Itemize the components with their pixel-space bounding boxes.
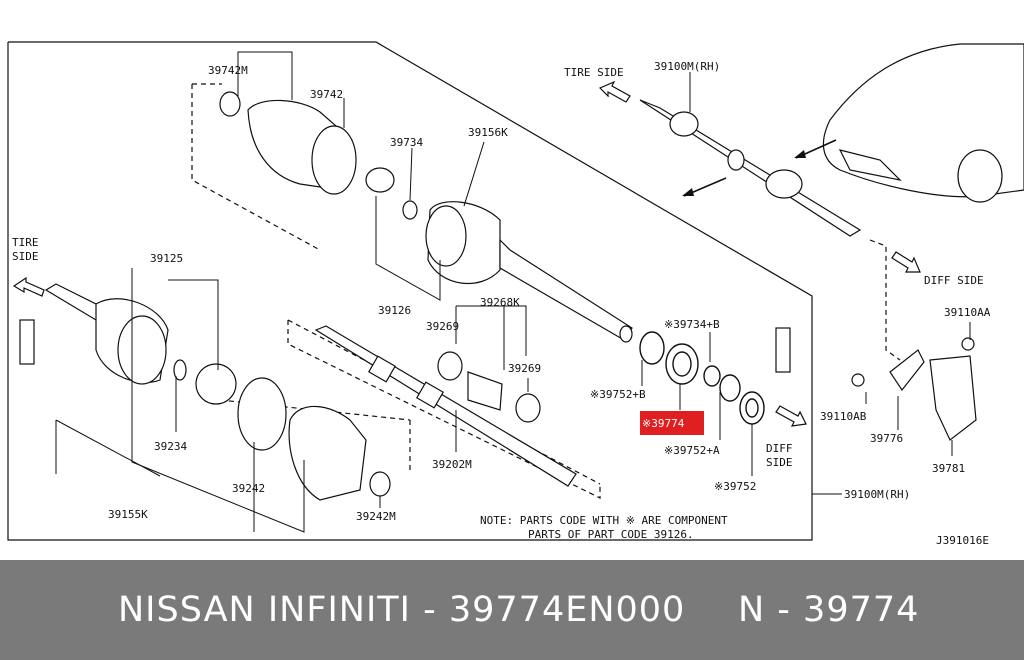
part-label-39774: ※39774 (642, 417, 685, 430)
lower-shaft-assembly (314, 325, 577, 487)
part-label-39734: 39734 (390, 136, 423, 149)
part-label-39234: 39234 (154, 440, 187, 453)
part-label-39752: ※39752 (714, 480, 756, 493)
part-label-39125: 39125 (150, 252, 183, 265)
upper-shaft-assembly (219, 91, 633, 343)
tire-side-top-label: TIRE SIDE (564, 66, 624, 79)
part-label-39742: 39742 (310, 88, 343, 101)
part-label-39269-b: 39269 (508, 362, 541, 375)
note-line-2: PARTS OF PART CODE 39126. (528, 528, 694, 541)
part-label-39156k: 39156K (468, 126, 508, 139)
tire-side-left-line2: SIDE (12, 250, 39, 263)
diagram-frame (7, 41, 813, 541)
car-outline (822, 43, 1024, 203)
part-label-39776: 39776 (870, 432, 903, 445)
part-label-39155k: 39155K (108, 508, 148, 521)
tire-side-arrow-icon (598, 80, 631, 103)
rh-drive-shaft (639, 99, 862, 237)
footer-bar (0, 560, 1024, 660)
part-39774-highlight (640, 411, 704, 435)
part-label-39752b: ※39752+B (590, 388, 646, 401)
part-label-39269-a: 39269 (426, 320, 459, 333)
tire-side-left-arrow-icon (12, 276, 45, 297)
footer-part-number: NISSAN INFINITI - 39774EN000 (118, 590, 686, 630)
part-label-39242: 39242 (232, 482, 265, 495)
part-label-39781: 39781 (932, 462, 965, 475)
part-label-39100m-top: 39100M(RH) (654, 60, 720, 73)
tire-side-left-line1: TIRE (12, 236, 39, 249)
part-label-39110ab: 39110AB (820, 410, 867, 423)
footer-short-code: N - 39774 (738, 590, 920, 630)
parts-diagram: 39742M 39742 39734 39156K 39100M(RH) TIR… (7, 41, 1024, 547)
part-label-39742m: 39742M (208, 64, 248, 77)
diff-side-right-arrow-icon (891, 251, 921, 273)
knuckle-bracket (851, 337, 977, 441)
diff-side-right-line2: SIDE (766, 456, 793, 469)
part-label-39242m: 39242M (356, 510, 396, 523)
diagram-ref-code: J391016E (936, 534, 989, 547)
part-label-39110aa: 39110AA (944, 306, 991, 319)
diff-side-arrow-icon (775, 405, 807, 427)
part-label-39202m: 39202M (432, 458, 472, 471)
diff-side-right-line1: DIFF (766, 442, 793, 455)
part-label-39752a: ※39752+A (664, 444, 720, 457)
note-line-1: NOTE: PARTS CODE WITH ※ ARE COMPONENT (480, 514, 728, 527)
part-label-39268k: 39268K (480, 296, 520, 309)
part-label-39734b: ※39734+B (664, 318, 720, 331)
part-label-39126: 39126 (378, 304, 411, 317)
bearing-stack (639, 331, 765, 425)
diff-side-top-label: DIFF SIDE (924, 274, 984, 287)
part-label-39100m-bottom: 39100M(RH) (844, 488, 910, 501)
